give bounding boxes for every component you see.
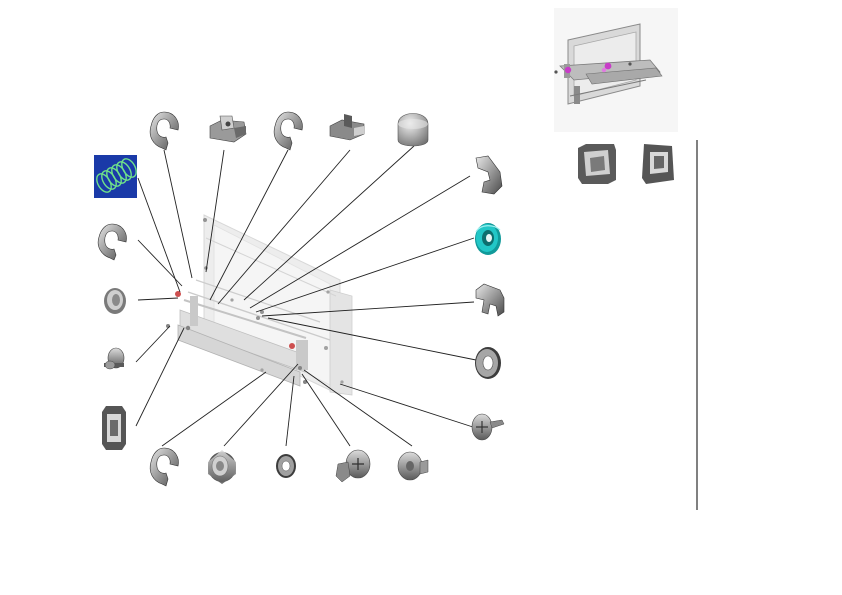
- bushing-icon[interactable]: [104, 288, 126, 314]
- e-ring-icon[interactable]: [149, 447, 179, 487]
- bracket-icon[interactable]: [209, 115, 247, 143]
- washer-icon[interactable]: [276, 454, 296, 478]
- holder-a-icon[interactable]: [578, 144, 616, 184]
- e-ring-icon[interactable]: [273, 111, 303, 151]
- clip-icon[interactable]: [329, 114, 365, 141]
- leader-lines: [135, 145, 477, 447]
- holder-b-icon[interactable]: [642, 144, 674, 184]
- screw-icon[interactable]: [471, 413, 505, 441]
- overview-assembly: [554, 8, 678, 132]
- spring-icon[interactable]: [94, 155, 139, 198]
- e-ring-icon[interactable]: [149, 111, 179, 151]
- lever-icon[interactable]: [475, 155, 503, 195]
- cap-icon[interactable]: [397, 113, 429, 147]
- main-assembly: [166, 214, 353, 396]
- bushing-icon[interactable]: [208, 450, 236, 484]
- bearing-icon[interactable]: [475, 223, 501, 255]
- frame-icon[interactable]: [102, 406, 126, 450]
- hook-icon[interactable]: [475, 283, 505, 317]
- screw-icon[interactable]: [397, 451, 429, 481]
- e-ring-icon[interactable]: [97, 223, 127, 261]
- screw-icon[interactable]: [335, 449, 371, 483]
- washer-icon[interactable]: [475, 347, 501, 379]
- pin-icon[interactable]: [104, 347, 125, 370]
